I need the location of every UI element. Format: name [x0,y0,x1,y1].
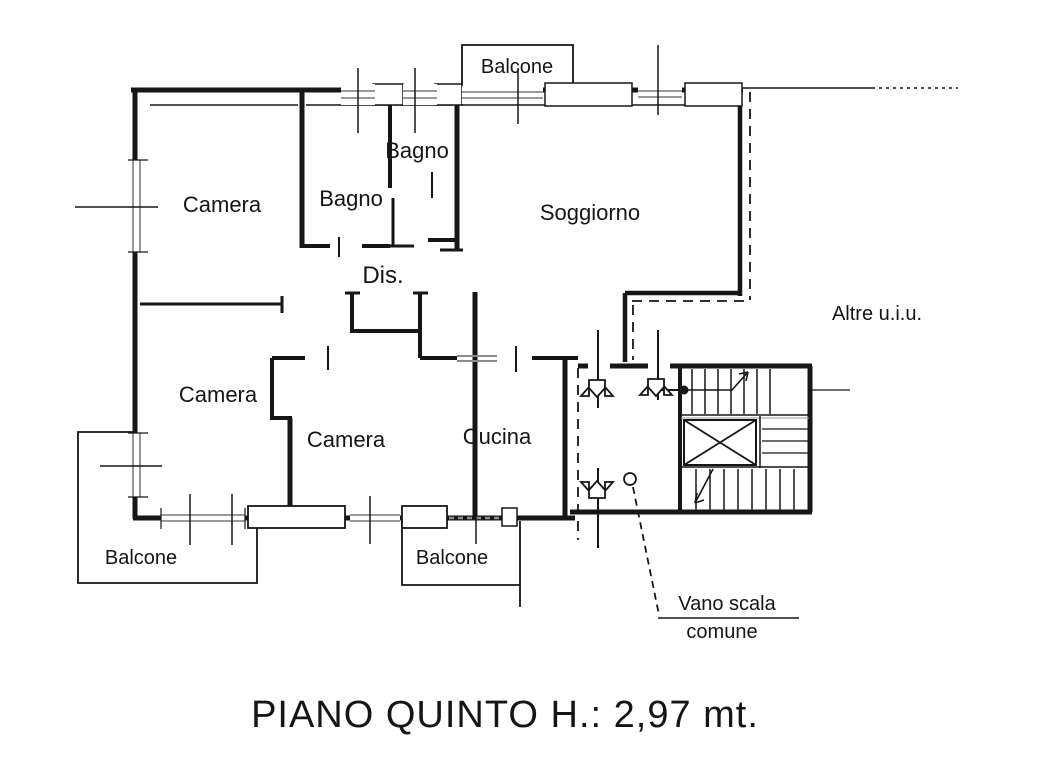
window-symbol [100,432,162,498]
window-symbol [638,45,682,115]
dashed-boundaries [577,87,958,540]
hallway-door-jambs [350,293,422,358]
door-opening-box [372,83,404,106]
room-label-bagno-2: Bagno [385,138,449,163]
label-vano-scala-comune: comune [686,621,757,643]
balconies [77,44,574,607]
room-label-camera-3: Camera [307,427,386,452]
label-altre-uiu: Altre u.i.u. [832,303,922,325]
entrance-door-pivot [679,385,689,395]
pillar-box [501,507,518,527]
balcony-door-sill [462,68,543,124]
leader-line [632,486,660,616]
room-label-dis: Dis. [362,262,403,289]
door-leaves [302,198,463,252]
door-opening-box [684,82,743,107]
window-symbol [403,68,437,133]
balcony-label-bottom-left: Balcone [105,547,177,569]
windows-left-wall [75,159,162,498]
window-symbol [160,494,246,545]
room-label-camera-2: Camera [179,382,258,407]
door-swing-icon [578,379,616,399]
stair-treads-lower [695,469,795,510]
door-swing-symbols [578,378,675,499]
stair-treads-upper [691,369,771,414]
windows-top-wall [341,45,743,133]
french-door-box [544,82,633,107]
leader-circle [623,472,637,486]
floor-caption: PIANO QUINTO H.: 2,97 mt. [251,694,759,736]
balcony-label-top: Balcone [481,56,553,78]
staircase [650,369,850,510]
balcony-label-bottom-center: Balcone [416,547,488,569]
elevator-x [683,419,757,466]
balcony-bottom-left-outline [77,431,258,584]
door-sill-box [401,505,448,529]
windows-bottom-wall [160,494,518,545]
door-opening-box [434,83,463,106]
door-sill-box [247,505,346,529]
interior-walls [140,88,578,518]
window-symbol [341,68,375,133]
annotation-leader [623,472,799,619]
room-label-camera-1: Camera [183,192,262,217]
elevator [683,419,757,466]
stair-direction-arrows [688,371,749,504]
stair-half-steps [759,416,808,468]
door-swing-icon [637,378,675,398]
window-symbol [350,496,400,544]
room-label-bagno-1: Bagno [319,186,383,211]
room-label-cucina: Cucina [463,424,532,449]
balcony-top-outline [461,44,574,86]
label-vano-scala: Vano scala [678,593,776,615]
door-swing-icon [578,479,616,499]
room-label-soggiorno: Soggiorno [540,200,640,225]
window-symbol [75,159,158,253]
balcony-bottom-center-outline [401,521,521,607]
